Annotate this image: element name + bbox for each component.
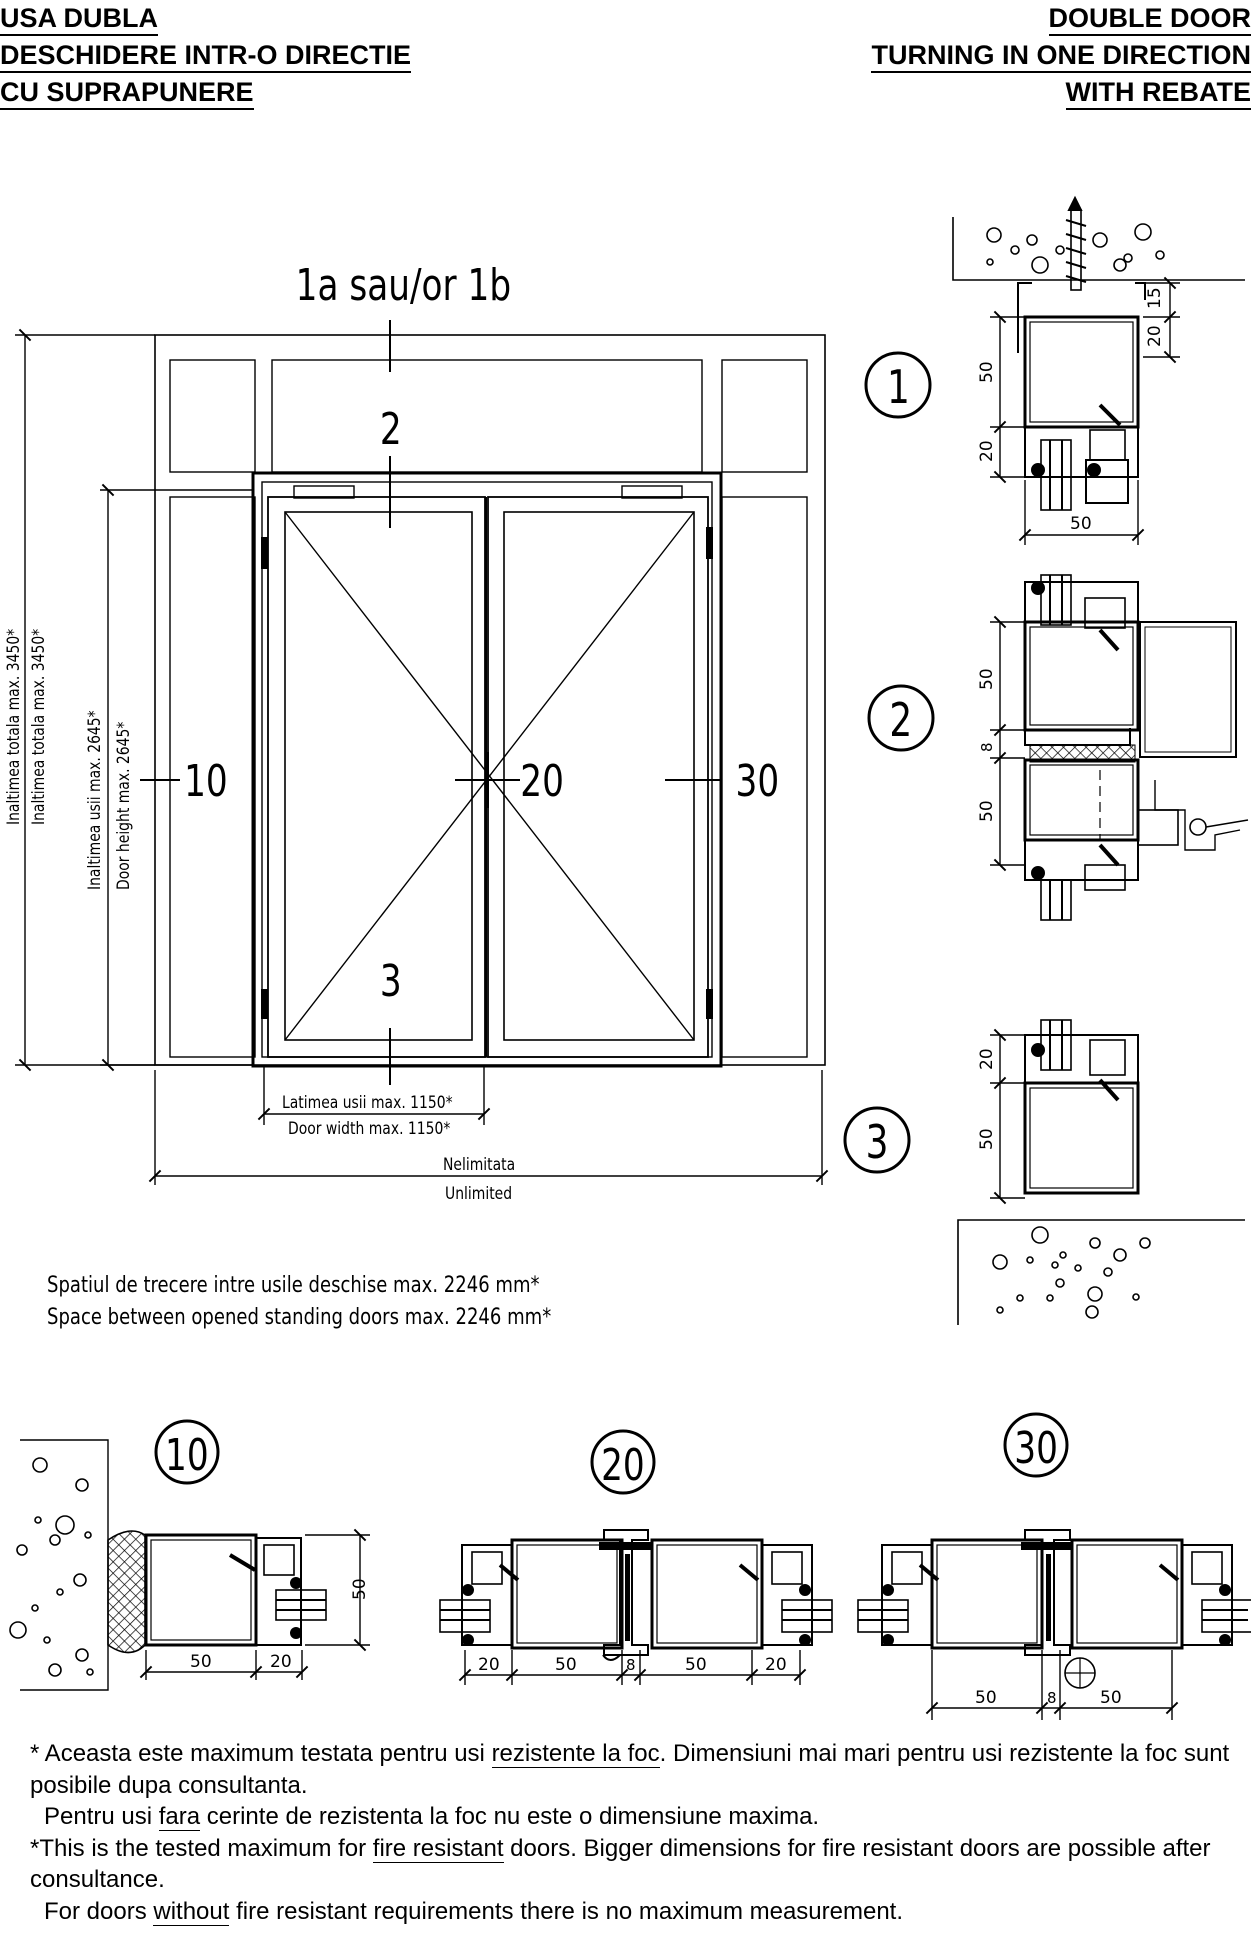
detail-20-dimensions: [458, 1650, 807, 1685]
ref-20: 20: [520, 756, 564, 807]
ref-30: 30: [736, 756, 780, 807]
detail-3-dimensions: [990, 1028, 1025, 1205]
title-ro-line-1: USA DUBLA: [0, 3, 158, 36]
svg-text:50: 50: [1070, 514, 1092, 534]
hinge: [261, 989, 268, 1019]
door-frame: [251, 471, 723, 1068]
svg-text:50: 50: [1100, 1688, 1122, 1708]
svg-text:20: 20: [270, 1652, 292, 1672]
svg-text:10: 10: [165, 1430, 209, 1481]
detail-2-dim-text: 50 8 50: [977, 668, 997, 822]
door-width-ro: Latimea usii max. 1150*: [282, 1093, 453, 1113]
svg-text:50: 50: [975, 1688, 997, 1708]
svg-text:15: 15: [1145, 287, 1165, 309]
door-height-ro: Inaltimea usii max. 2645*: [85, 710, 105, 890]
title-ro-line-3: CU SUPRAPUNERE: [0, 77, 254, 110]
svg-text:50: 50: [977, 668, 997, 690]
svg-text:50: 50: [685, 1655, 707, 1675]
svg-text:1: 1: [887, 361, 910, 415]
detail-3-bottom-section: [957, 1019, 1245, 1325]
hinge: [261, 537, 268, 569]
svg-text:50: 50: [977, 800, 997, 822]
ref-10: 10: [184, 756, 228, 807]
detail-10-jamb-section: [9, 1439, 327, 1691]
callout-20: 20: [590, 1429, 656, 1495]
hinge: [706, 989, 713, 1019]
svg-text:20: 20: [765, 1655, 787, 1675]
door-elevation: [140, 320, 826, 1085]
detail-callouts: 1 2 3 10 20 30: [154, 351, 1069, 1495]
section-top-label: 1a sau/or 1b: [296, 260, 512, 311]
svg-text:50: 50: [350, 1578, 370, 1600]
elevation-dim-text: Inaltimea totala max. 3450* Inaltimea to…: [4, 629, 552, 1330]
detail-2-dimensions: [990, 615, 1025, 872]
title-en-line-1: DOUBLE DOOR: [1048, 3, 1251, 36]
detail-2-meeting-section: [1023, 574, 1249, 921]
svg-text:3: 3: [866, 1116, 889, 1170]
ref-3: 3: [380, 956, 402, 1007]
title-ro-line-2: DESCHIDERE INTR-O DIRECTIE: [0, 40, 412, 73]
detail-1-head-section: [952, 195, 1245, 511]
elevation-dimensions: [15, 328, 829, 1185]
svg-text:2: 2: [889, 694, 912, 748]
ref-2: 2: [380, 404, 402, 455]
svg-text:8: 8: [1047, 1689, 1057, 1707]
hinge: [706, 527, 713, 559]
callout-3: 3: [843, 1106, 911, 1174]
detail-20-dim-text: 20 50 8 50 20: [478, 1655, 787, 1675]
svg-text:50: 50: [977, 1128, 997, 1150]
detail-30-dim-text: 50 8 50: [975, 1688, 1122, 1708]
note-ro-2: Pentru usi fara cerinte de rezistenta la…: [44, 1803, 820, 1831]
space-note-en: Space between opened standing doors max.…: [47, 1303, 551, 1329]
note-en-1: *This is the tested maximum for fire res…: [30, 1834, 1211, 1893]
unlimited-ro: Nelimitata: [443, 1155, 515, 1175]
svg-text:20: 20: [1145, 325, 1165, 347]
title-en-line-2: TURNING IN ONE DIRECTION: [871, 40, 1251, 73]
door-closer-left: [293, 485, 355, 499]
note-ro-underlined: rezistente la foc: [491, 1740, 660, 1768]
callout-1: 1: [864, 351, 932, 419]
detail-1-dimensions: [990, 276, 1180, 545]
header-right: DOUBLE DOOR TURNING IN ONE DIRECTION WIT…: [871, 0, 1251, 111]
svg-text:30: 30: [1014, 1423, 1058, 1474]
detail-10-dimensions: [139, 1528, 370, 1680]
svg-text:50: 50: [555, 1655, 577, 1675]
svg-text:20: 20: [977, 440, 997, 462]
door-height-en: Door height max. 2645*: [114, 721, 134, 890]
callout-30: 30: [1003, 1412, 1069, 1478]
svg-text:50: 50: [977, 361, 997, 383]
svg-text:50: 50: [190, 1652, 212, 1672]
svg-text:8: 8: [626, 1656, 636, 1674]
callout-2: 2: [867, 684, 935, 752]
detail-30-dimensions: [925, 1650, 1179, 1720]
title-en-line-3: WITH REBATE: [1065, 77, 1251, 110]
note-ro-1: * Aceasta este maximum testata pentru us…: [30, 1740, 1230, 1799]
svg-text:20: 20: [601, 1440, 645, 1491]
callout-10: 10: [154, 1419, 220, 1485]
detail-30-meeting-section: [857, 1529, 1251, 1689]
detail-3-dim-text: 20 50: [977, 1048, 997, 1150]
detail-20-meeting-section: [439, 1529, 833, 1661]
door-closer-right: [621, 485, 683, 499]
unlimited-en: Unlimited: [445, 1184, 512, 1204]
left-leaf: [267, 496, 486, 1058]
elevation-labels: 1a sau/or 1b 2 3 10 20 30: [184, 260, 779, 1007]
header-left: USA DUBLA DESCHIDERE INTR-O DIRECTIE CU …: [0, 0, 412, 111]
total-height-en: Inaltimea totala max. 3450*: [29, 629, 49, 825]
total-height-ro: Inaltimea totala max. 3450*: [4, 629, 24, 825]
note-en-2: For doors without fire resistant require…: [44, 1897, 904, 1926]
space-note-ro: Spatiul de trecere intre usile deschise …: [47, 1271, 540, 1297]
svg-text:20: 20: [977, 1048, 997, 1070]
door-width-en: Door width max. 1150*: [288, 1119, 451, 1139]
note-en-underlined: fire resistant: [372, 1834, 504, 1863]
footnotes: * Aceasta este maximum testata pentru us…: [30, 1738, 1245, 1927]
detail-1-dim-text: 15 20 50 20 50: [977, 287, 1165, 534]
svg-text:20: 20: [478, 1655, 500, 1675]
svg-text:8: 8: [978, 742, 996, 752]
detail-10-dim-text: 50 20 50: [190, 1578, 370, 1672]
